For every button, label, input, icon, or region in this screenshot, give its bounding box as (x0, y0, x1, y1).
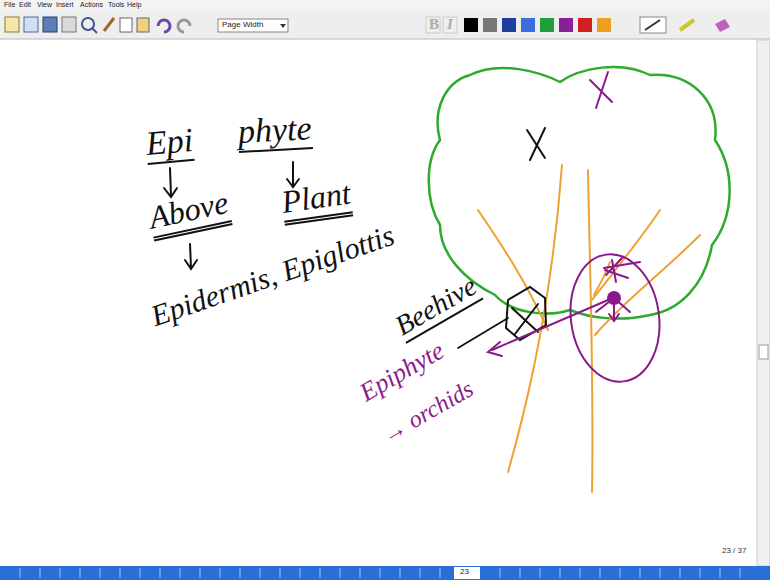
menu-item: Tools (108, 1, 124, 9)
menu-item: View (37, 1, 52, 9)
page-marker (454, 567, 480, 579)
handwritten-word: phyte (237, 108, 313, 153)
handwritten-note: Epidermis, Epiglottis (146, 218, 398, 334)
toolbar-icons (5, 17, 730, 33)
toolbar-edge (0, 39, 770, 40)
tree-crown (429, 67, 730, 319)
scroll-thumb (759, 345, 768, 359)
menu-item: File (4, 1, 15, 9)
tree-branches (478, 165, 700, 492)
x-mark (590, 72, 612, 108)
handwritten-word: Plant (279, 175, 353, 226)
x-mark (527, 128, 545, 160)
page-ticks (20, 568, 740, 578)
tool-bar (0, 11, 770, 39)
menu-item: Actions (80, 1, 103, 9)
handwritten-word: Above (146, 184, 233, 242)
beehive-shape (506, 287, 546, 340)
menu-item: Help (127, 1, 141, 9)
menu-item: Edit (19, 1, 31, 9)
handwritten-word: Epi (144, 120, 195, 165)
page-bar (0, 566, 770, 580)
menu-bar (0, 0, 770, 11)
page-counter: 23 / 37 (722, 546, 746, 555)
handwritten-word: Beehive (389, 270, 483, 344)
orchid-circle (563, 248, 668, 387)
italic-button: I (447, 16, 453, 33)
scroll-bar (757, 40, 770, 566)
leader-line (488, 300, 608, 356)
zoom-select: Page Width (222, 20, 263, 29)
leader-line (458, 318, 508, 348)
menu-item: Insert (56, 1, 74, 9)
page-number: 23 (460, 567, 469, 576)
bold-button: B (429, 16, 439, 33)
